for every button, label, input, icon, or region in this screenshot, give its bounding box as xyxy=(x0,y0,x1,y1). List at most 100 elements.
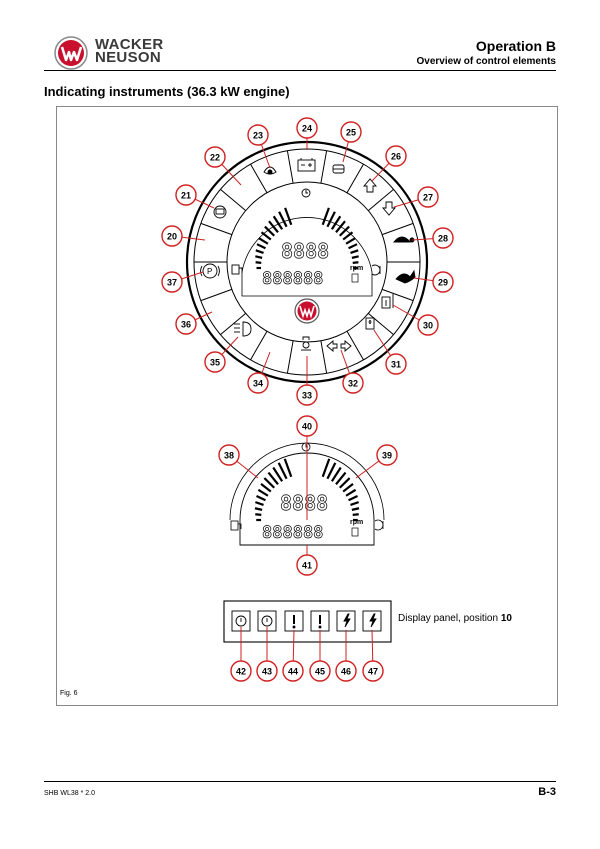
main-bar-segment xyxy=(342,231,354,241)
callout-31: 31 xyxy=(385,353,407,375)
svg-text:47: 47 xyxy=(368,666,378,676)
detail-bar-segment xyxy=(326,462,337,480)
main-bar-segment xyxy=(348,243,358,250)
svg-text:31: 31 xyxy=(391,359,401,369)
service-icon xyxy=(301,188,311,198)
svg-text:38: 38 xyxy=(224,450,234,460)
headlight-icon xyxy=(234,321,252,337)
transmission-icon xyxy=(213,205,227,219)
detail-rpm-digits: 888888 xyxy=(262,523,324,544)
svg-text:29: 29 xyxy=(438,277,448,287)
svg-text:37: 37 xyxy=(167,277,177,287)
detail-lcd: 8888 888888 rpm xyxy=(229,442,385,546)
arrow-down-icon xyxy=(382,201,396,216)
panel-note-position: 10 xyxy=(500,613,512,624)
main-bar-segment xyxy=(255,249,264,254)
main-bar-segment xyxy=(339,225,350,237)
coolant-temperature-icon xyxy=(381,294,394,309)
svg-text:8888: 8888 xyxy=(280,491,328,515)
oil-pressure-icon xyxy=(263,166,277,175)
detail-bar-segment xyxy=(255,501,264,506)
svg-text:39: 39 xyxy=(382,450,392,460)
lightning-icon xyxy=(369,613,377,628)
main-bar-segment xyxy=(352,261,359,264)
callout-20: 20 xyxy=(161,225,183,247)
detail-bar-segment xyxy=(339,477,351,489)
figure-frame xyxy=(56,106,558,706)
callout-29: 29 xyxy=(432,271,454,293)
callout-37: 37 xyxy=(161,271,183,293)
callout-33: 33 xyxy=(296,384,318,406)
detail-bar-segment xyxy=(260,482,272,493)
main-bar-segment xyxy=(350,249,359,254)
detail-bar-segment xyxy=(256,494,266,502)
detail-fuel-pump-icon xyxy=(230,520,242,531)
detail-bar-segment xyxy=(345,488,357,497)
lcd-rpm-digits: 888888 xyxy=(262,269,324,290)
callout-21: 21 xyxy=(175,184,197,206)
air-filter-icon xyxy=(332,164,345,174)
detail-bar-segment xyxy=(342,482,354,493)
brand-name: WACKER NEUSON xyxy=(95,37,163,65)
detail-bar-segment xyxy=(348,494,358,502)
callout-27: 27 xyxy=(417,186,439,208)
turn-signal-icon xyxy=(326,340,352,352)
svg-text:21: 21 xyxy=(181,190,191,200)
callout-22: 22 xyxy=(204,146,226,168)
callout-30: 30 xyxy=(417,314,439,336)
callout-45: 45 xyxy=(309,660,331,682)
rpm-label: rpm xyxy=(350,265,363,272)
svg-text:45: 45 xyxy=(315,666,325,676)
detail-bar-segment xyxy=(330,466,342,482)
arrow-up-icon xyxy=(363,178,377,193)
callout-35: 35 xyxy=(204,351,226,373)
detail-lcd-small-box xyxy=(351,527,359,537)
detail-bar-segment xyxy=(255,513,262,516)
lcd-hours-digits: 8888 xyxy=(281,239,330,264)
detail-bar-segment xyxy=(263,477,275,489)
callout-36: 36 xyxy=(175,313,197,335)
detail-fuel-level-icon xyxy=(374,519,384,531)
svg-text:23: 23 xyxy=(253,130,263,140)
hare-icon xyxy=(395,269,416,284)
detail-bar-segment xyxy=(321,458,331,478)
detail-rpm-label: rpm xyxy=(350,519,363,526)
svg-text:26: 26 xyxy=(391,151,401,161)
callout-43: 43 xyxy=(256,660,278,682)
float-position-icon xyxy=(301,336,311,351)
main-bar-segment xyxy=(255,255,263,259)
callout-28: 28 xyxy=(432,227,454,249)
footer-divider xyxy=(44,781,556,782)
callout-42: 42 xyxy=(230,660,252,682)
main-bar-segment xyxy=(256,243,266,250)
svg-text:44: 44 xyxy=(288,666,298,676)
turtle-icon xyxy=(393,236,415,243)
lcd-small-box xyxy=(351,273,359,283)
panel-note: Display panel, position 10 xyxy=(398,613,512,624)
main-bar-segment xyxy=(284,207,293,226)
svg-text:42: 42 xyxy=(236,666,246,676)
section-title: Indicating instruments (36.3 kW engine) xyxy=(44,84,290,99)
battery-icon xyxy=(297,158,316,172)
detail-hours-digits: 8888 xyxy=(280,491,329,516)
svg-text:28: 28 xyxy=(438,233,448,243)
detail-bar-segment xyxy=(272,466,284,482)
detail-bar-segment xyxy=(277,462,288,480)
footer-page-number: B-3 xyxy=(538,786,556,798)
detail-service-icon xyxy=(301,442,311,452)
page-title: Operation B xyxy=(475,38,556,54)
main-bar-segment xyxy=(260,231,272,241)
main-bar-segment xyxy=(335,220,346,233)
header-divider xyxy=(44,70,556,71)
svg-text:32: 32 xyxy=(348,378,358,388)
main-bar-segment xyxy=(330,215,342,230)
callout-40: 40 xyxy=(296,415,318,437)
main-bar-segment xyxy=(326,211,336,228)
callout-26: 26 xyxy=(385,145,407,167)
detail-bar-segment xyxy=(257,488,269,497)
callout-32: 32 xyxy=(342,372,364,394)
detail-bar-segment xyxy=(351,507,360,511)
display-panel xyxy=(223,600,392,643)
center-logo-icon xyxy=(294,298,320,324)
